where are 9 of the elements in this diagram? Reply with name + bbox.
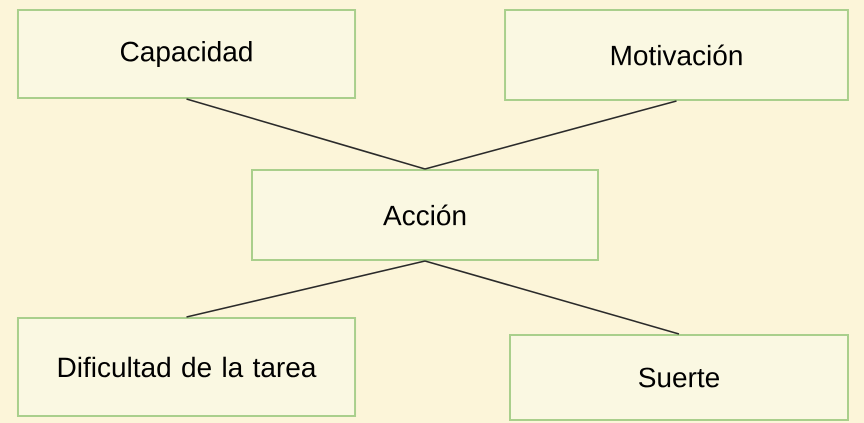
connector-line <box>424 100 677 170</box>
text-box: Dificultad de la tarea <box>16 317 356 417</box>
text-box: Capacidad <box>16 9 356 99</box>
connector-line <box>186 260 426 318</box>
connector-line <box>424 260 680 335</box>
connector-line <box>186 98 426 170</box>
text-box: Motivación <box>504 9 849 101</box>
text-box: Acción <box>251 169 599 261</box>
text-box: Suerte <box>509 334 849 422</box>
